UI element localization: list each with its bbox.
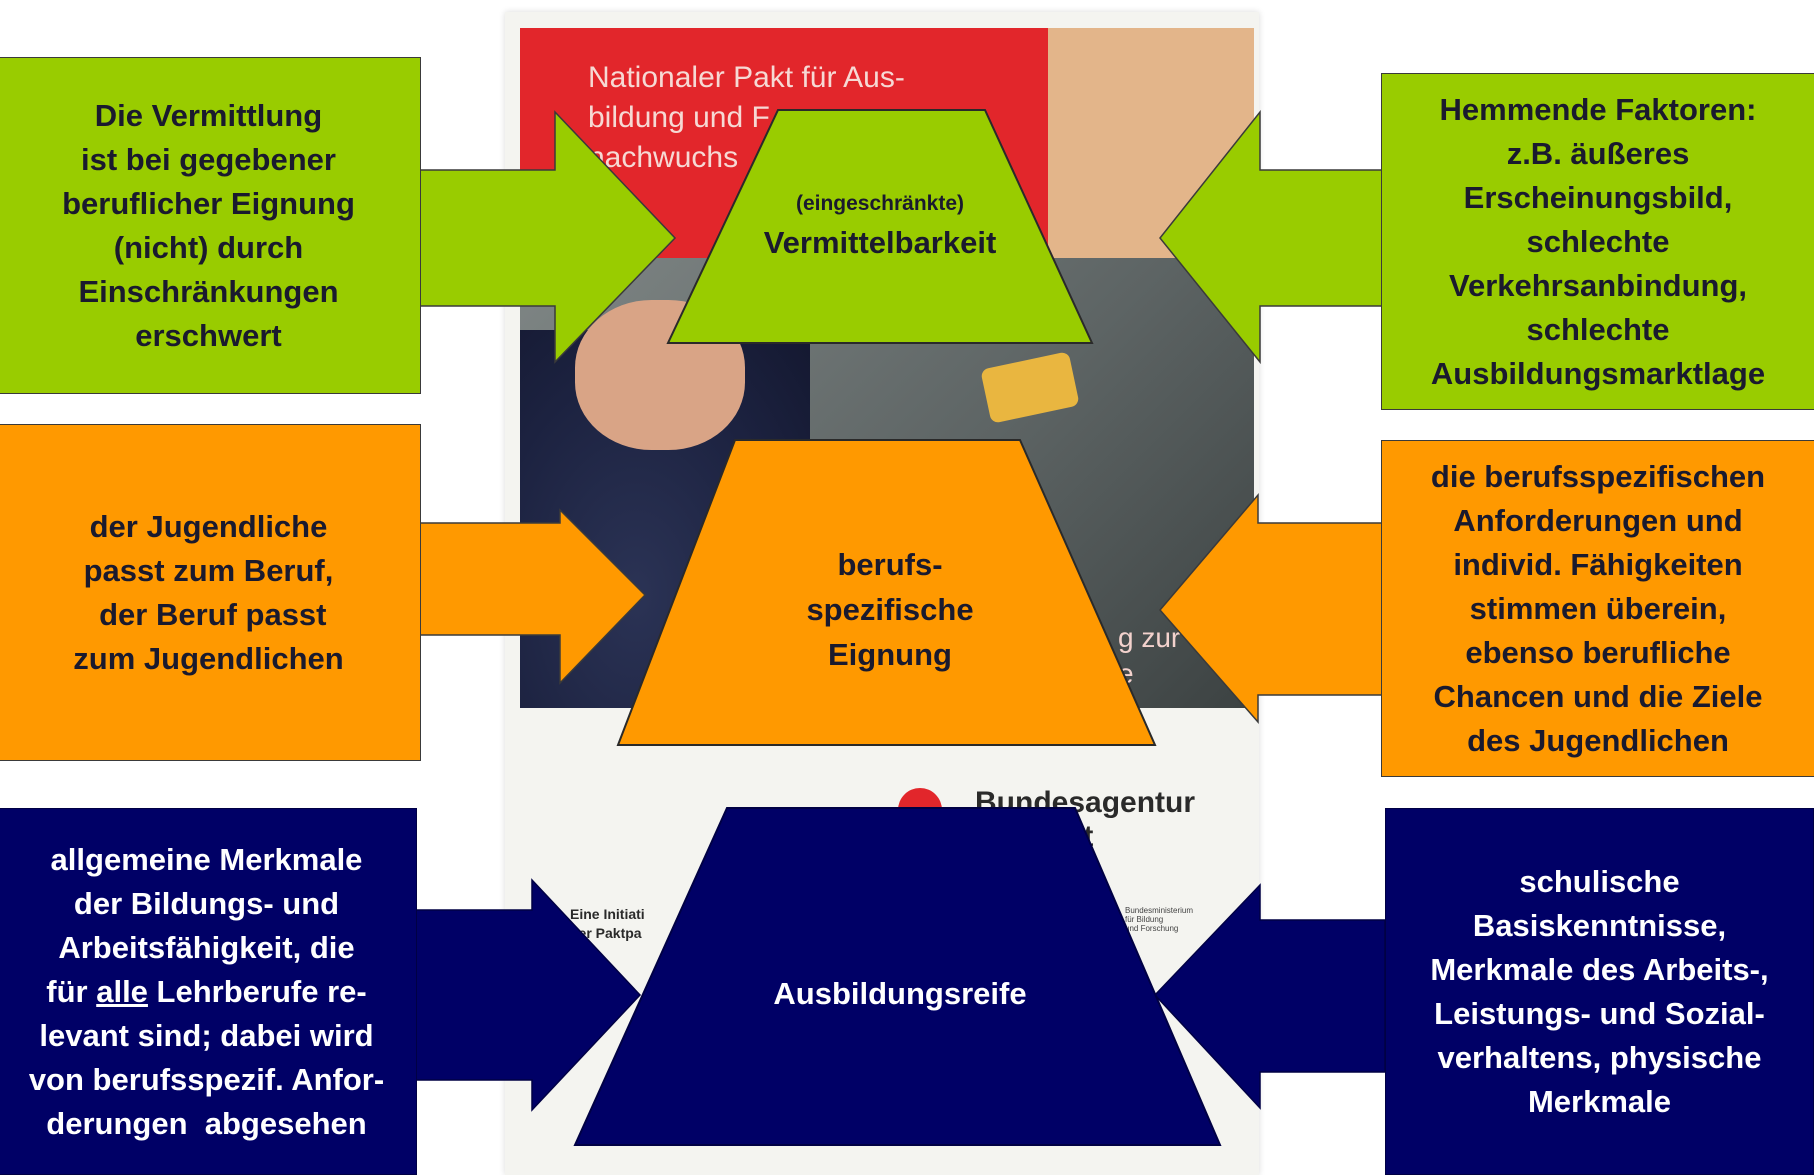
text-bottom-right: schulische Basiskenntnisse, Merkmale des…: [1430, 863, 1769, 1119]
text-top-right: Hemmende Faktoren: z.B. äußeres Erschein…: [1430, 91, 1766, 391]
label-eignung: berufs- spezifische Eignung: [806, 547, 974, 672]
ministry-logo-text: Bundesministerium für Bildung und Forsch…: [1125, 906, 1194, 933]
trapezoid-vermittelbarkeit: [666, 109, 1094, 344]
text-bottom-left-pre: allgemeine Merkmale der Bildungs- und Ar…: [46, 841, 363, 1009]
box-top-left: Die Vermittlung ist bei gegebener berufl…: [0, 57, 421, 394]
label-vermittelbarkeit: Vermittelbarkeit: [763, 225, 997, 260]
arrow-mid-right: [1159, 492, 1383, 724]
text-bottom-left-post: Lehrberufe re- levant sind; dabei wird v…: [28, 973, 385, 1141]
text-bottom-left-underlined: alle: [96, 973, 148, 1009]
arrow-top-right: [1159, 109, 1383, 365]
box-top-right: Hemmende Faktoren: z.B. äußeres Erschein…: [1381, 73, 1814, 410]
box-mid-right: die berufsspezifischen Anforderungen und…: [1381, 440, 1814, 777]
label-vermittelbarkeit-small: (eingeschränkte): [795, 192, 965, 215]
box-bottom-left: allgemeine Merkmale der Bildungs- und Ar…: [0, 808, 417, 1175]
arrow-mid-left: [419, 508, 647, 685]
arrow-bottom-right: [1153, 883, 1386, 1110]
trapezoid-ausbildungsreife: [573, 807, 1222, 1146]
box-mid-left: der Jugendliche passt zum Beruf, der Ber…: [0, 424, 421, 761]
text-bottom-left: allgemeine Merkmale der Bildungs- und Ar…: [29, 838, 384, 1146]
trapezoid-eignung: [616, 439, 1157, 746]
text-mid-left: der Jugendliche passt zum Beruf, der Ber…: [73, 508, 344, 676]
brochure-title: Nationaler Pakt für Aus- bildung und F n…: [588, 61, 905, 174]
text-mid-right: die berufsspezifischen Anforderungen und…: [1430, 458, 1766, 758]
arrow-bottom-left: [414, 878, 642, 1112]
label-ausbildungsreife: Ausbildungsreife: [773, 976, 1027, 1011]
text-top-left: Die Vermittlung ist bei gegebener berufl…: [62, 97, 355, 353]
arrow-top-left: [419, 110, 677, 364]
box-bottom-right: schulische Basiskenntnisse, Merkmale des…: [1385, 808, 1814, 1175]
